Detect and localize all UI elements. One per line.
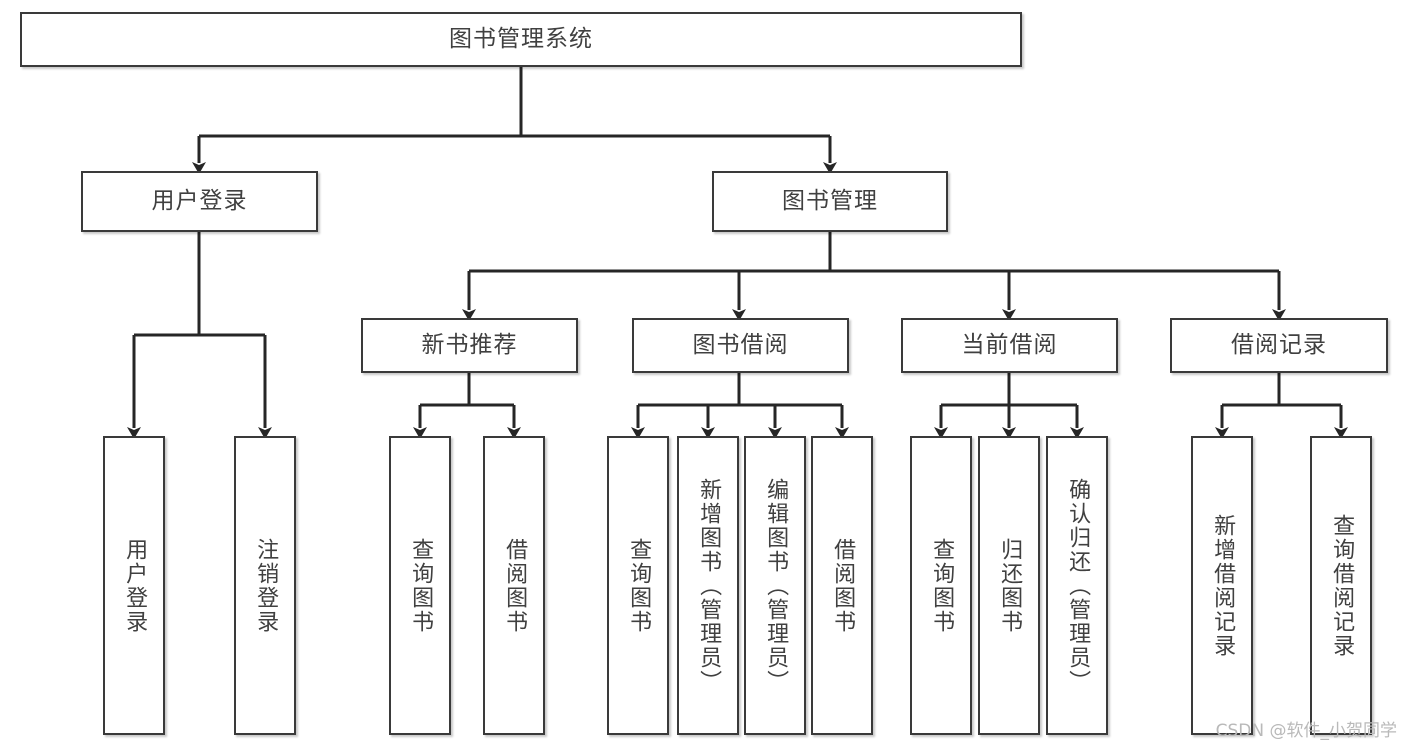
leaf-current-borrow-confirm[interactable]: 确认归还（管理员） — [1046, 436, 1108, 735]
node-current-borrow-label: 当前借阅 — [961, 331, 1058, 358]
leaf-book-borrow-borrow[interactable]: 借阅图书 — [811, 436, 873, 735]
leaf-label: 归还图书 — [997, 537, 1023, 634]
leaf-label: 查询图书 — [408, 537, 434, 634]
node-book-manage[interactable]: 图书管理 — [712, 171, 948, 232]
leaf-label: 借阅图书 — [830, 537, 856, 634]
leaf-label: 编辑图书（管理员） — [763, 477, 789, 694]
leaf-label: 借阅图书 — [502, 537, 528, 634]
leaf-label: 查询借阅记录 — [1329, 513, 1355, 658]
node-borrow-record[interactable]: 借阅记录 — [1170, 318, 1388, 373]
leaf-new-book-query[interactable]: 查询图书 — [389, 436, 451, 735]
leaf-book-borrow-add[interactable]: 新增图书（管理员） — [677, 436, 739, 735]
leaf-user-login-logout[interactable]: 注销登录 — [234, 436, 296, 735]
leaf-label: 新增借阅记录 — [1210, 513, 1236, 658]
leaf-user-login-login[interactable]: 用户登录 — [103, 436, 165, 735]
csdn-watermark: CSDN @软件_小贺同学 — [1215, 721, 1397, 741]
node-new-book-recommend[interactable]: 新书推荐 — [361, 318, 578, 373]
leaf-label: 用户登录 — [122, 537, 148, 634]
leaf-book-borrow-query[interactable]: 查询图书 — [607, 436, 669, 735]
node-root-system-label: 图书管理系统 — [449, 25, 593, 52]
leaf-label: 新增图书（管理员） — [696, 477, 722, 694]
node-book-borrow[interactable]: 图书借阅 — [632, 318, 849, 373]
node-book-manage-label: 图书管理 — [782, 187, 878, 214]
node-user-login[interactable]: 用户登录 — [81, 171, 318, 232]
leaf-label: 确认归还（管理员） — [1065, 477, 1091, 694]
leaf-new-book-borrow[interactable]: 借阅图书 — [483, 436, 545, 735]
node-user-login-label: 用户登录 — [151, 187, 248, 214]
leaf-current-borrow-return[interactable]: 归还图书 — [978, 436, 1040, 735]
leaf-current-borrow-query[interactable]: 查询图书 — [910, 436, 972, 735]
node-root-system[interactable]: 图书管理系统 — [20, 12, 1022, 67]
leaf-borrow-record-query[interactable]: 查询借阅记录 — [1310, 436, 1372, 735]
leaf-label: 查询图书 — [929, 537, 955, 634]
leaf-label: 注销登录 — [253, 537, 279, 634]
leaf-label: 查询图书 — [626, 537, 652, 634]
node-new-book-recommend-label: 新书推荐 — [421, 331, 518, 358]
leaf-book-borrow-edit[interactable]: 编辑图书（管理员） — [744, 436, 806, 735]
node-borrow-record-label: 借阅记录 — [1231, 331, 1327, 358]
node-current-borrow[interactable]: 当前借阅 — [901, 318, 1118, 373]
leaf-borrow-record-add[interactable]: 新增借阅记录 — [1191, 436, 1253, 735]
node-book-borrow-label: 图书借阅 — [692, 331, 789, 358]
